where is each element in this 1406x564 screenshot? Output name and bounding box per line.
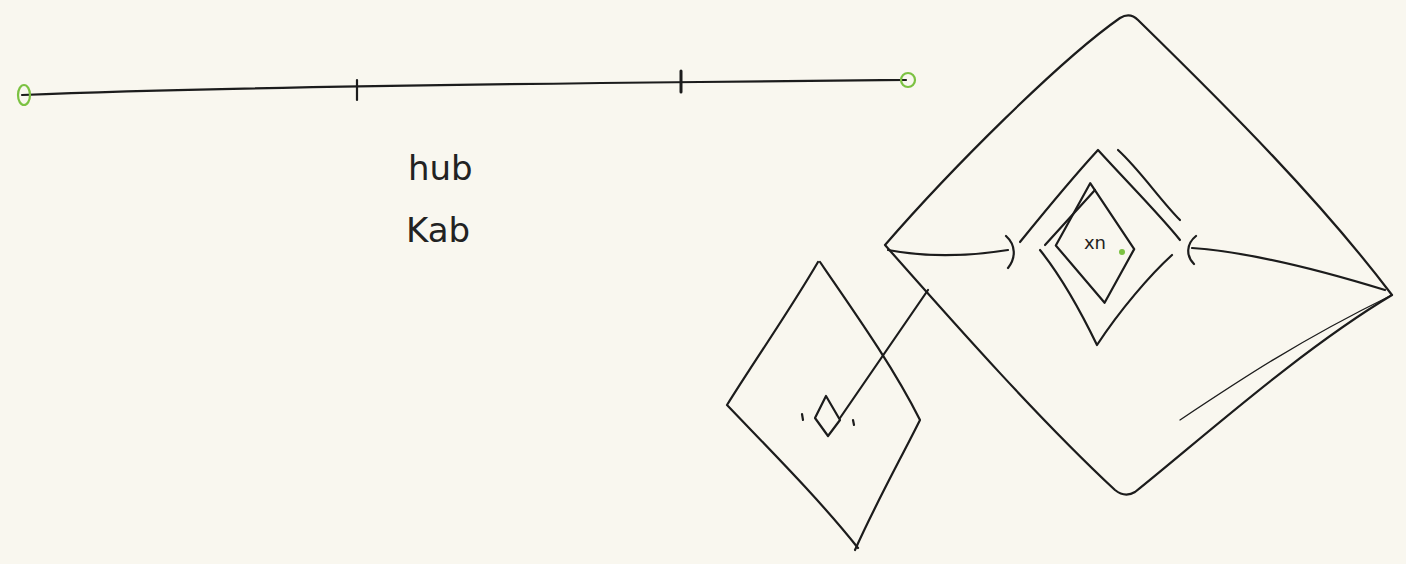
arrow <box>888 250 1008 255</box>
small-diamond <box>727 262 858 548</box>
tick <box>356 80 358 100</box>
endpoint <box>901 73 915 87</box>
arrow-head <box>1006 236 1014 268</box>
tick <box>853 420 854 425</box>
tiny-diamond <box>815 396 840 436</box>
small-diamond <box>820 262 920 550</box>
link-line <box>840 290 928 418</box>
arrow <box>1192 248 1385 290</box>
handwritten-label: Kab <box>406 212 470 249</box>
tick <box>802 414 803 420</box>
outer-diamond <box>1180 295 1392 420</box>
arrow-head <box>1188 236 1196 264</box>
endpoint <box>18 85 30 105</box>
outer-diamond <box>885 15 1392 494</box>
green-dot <box>1119 249 1125 255</box>
middle-diamond <box>1040 250 1172 345</box>
handwritten-label: hub <box>408 150 473 187</box>
tick <box>680 71 683 92</box>
inner-stroke <box>1118 150 1180 220</box>
node-text: xn <box>1084 233 1106 253</box>
timeline <box>22 80 906 95</box>
diamond-node: xn <box>1055 182 1135 304</box>
